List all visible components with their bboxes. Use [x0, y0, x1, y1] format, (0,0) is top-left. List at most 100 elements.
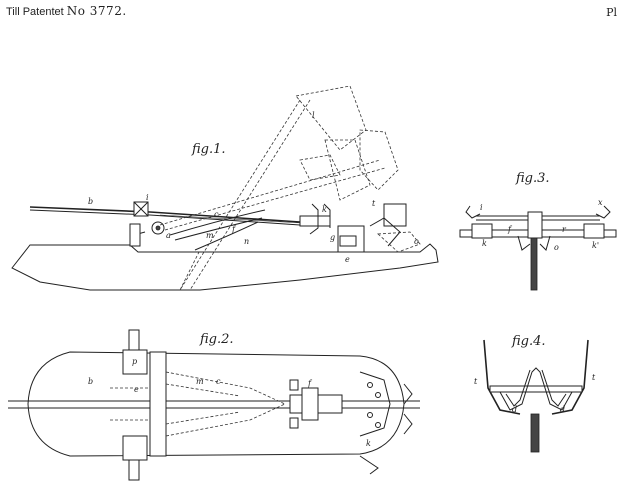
ref-fig1-e: e [345, 255, 350, 264]
figure-2-label: fig.2. [199, 332, 234, 347]
rear-lock-pin-bottom [289, 417, 299, 429]
front-bolt-top [128, 329, 140, 351]
ref-fig1-n: n [244, 237, 249, 246]
swung-heel-piece [359, 129, 399, 191]
ref-fig4-t-left: t [474, 377, 478, 386]
fan-spring-upper [165, 371, 286, 405]
ref-fig1-t: t [372, 199, 376, 208]
figure-3: fig.3. i x k f r o k' [459, 171, 617, 291]
t-post-head [527, 211, 543, 239]
ref-fig4-t-right: t [592, 373, 596, 382]
front-cross-bar [149, 351, 167, 457]
rear-lock-pin-top [289, 379, 299, 391]
w-profile [499, 367, 573, 411]
blade-outline [11, 243, 439, 291]
figure-3-label: fig.3. [515, 171, 550, 186]
patent-header: Till Patentet No 3772. [6, 4, 127, 18]
ref-fig2-c: c [216, 377, 221, 386]
ref-fig4-d-left: d [512, 405, 517, 414]
ref-fig1-g: g [330, 233, 335, 242]
figure-4-label: fig.4. [511, 334, 546, 349]
spring-m [169, 209, 266, 236]
front-post [129, 223, 141, 247]
ref-fig3-o: o [554, 243, 559, 252]
left-lock [517, 235, 531, 251]
front-clamp-bottom [122, 435, 148, 461]
sole-plate-outline [27, 351, 405, 457]
ref-fig3-r: r [562, 225, 567, 234]
front-bolt-bottom [128, 459, 140, 481]
heel-lever [369, 217, 401, 247]
swung-lever-long-2 [189, 99, 311, 291]
t-post-stem [530, 237, 538, 291]
rear-lock [339, 235, 357, 247]
holder-plate [489, 385, 583, 393]
ref-fig2-f: f [307, 379, 313, 388]
rear-hook-2 [323, 203, 331, 228]
ref-fig1-k: k [322, 205, 327, 214]
heel-plate [359, 371, 391, 437]
ref-fig1-o: o [414, 237, 419, 246]
ref-fig2-e: e [134, 385, 139, 394]
ref-fig3-i: i [480, 203, 483, 212]
ref-fig2-k: k [366, 439, 371, 448]
w-profile-inner-left [505, 369, 531, 407]
w-profile-inner-right [541, 369, 567, 407]
ref-fig2-m: m [196, 377, 204, 386]
ref-fig1-a: a [166, 231, 171, 240]
heel-tab [359, 455, 379, 475]
ref-fig3-k: k [482, 239, 487, 248]
fan-spring-lower [165, 403, 286, 437]
swung-lever-long-1 [179, 99, 301, 291]
ref-fig3-f: f [507, 225, 513, 234]
right-clamp [583, 223, 605, 239]
plate-label: Pl [606, 6, 617, 19]
stem [530, 413, 540, 453]
swung-lever-upper [295, 85, 367, 151]
ref-fig1-i: i [146, 193, 149, 202]
ref-fig1-l: l [312, 111, 315, 120]
left-wall [483, 339, 521, 415]
right-wall [551, 339, 589, 415]
figure-1-label: fig.1. [191, 142, 226, 157]
patent-title-prefix: Till Patentet [6, 6, 64, 18]
dashed-line-b [164, 167, 386, 231]
ref-fig3-x: x [598, 198, 603, 207]
ref-fig2-b: b [88, 377, 93, 386]
ref-fig3-kprime: k' [592, 241, 599, 250]
figure-1: fig.1. [11, 85, 439, 291]
dashed-line-a [159, 159, 381, 226]
rear-lock-key [301, 387, 319, 421]
ref-fig2-p: p [132, 357, 137, 366]
patent-number: No 3772. [66, 4, 127, 18]
ref-fig4-d-right: d [560, 405, 565, 414]
fan-inner-upper [165, 383, 241, 397]
swung-lever-mid [324, 139, 371, 201]
strap-hatch [159, 214, 321, 225]
rear-hook [309, 203, 319, 235]
ref-fig1-c: c [214, 210, 219, 219]
fan-inner-lower [165, 411, 241, 425]
pivot-center [155, 225, 161, 231]
ref-fig1-b: b [88, 197, 93, 206]
ref-fig1-f: f [231, 225, 237, 234]
figure-2: fig.2. [8, 329, 420, 481]
dashed-drop [179, 249, 201, 291]
left-clamp [471, 223, 493, 239]
left-hook [465, 205, 481, 219]
heel-hooks [403, 383, 413, 435]
right-hook [595, 205, 611, 219]
spring-n [194, 221, 259, 251]
dashed-pad [299, 154, 341, 181]
figure-4: fig.4. t t d d [474, 334, 596, 453]
dashed-heel-toe [377, 231, 421, 253]
strap-bar [29, 206, 331, 225]
ref-fig1-m: m [206, 231, 214, 240]
right-lock [539, 235, 551, 251]
rear-heel-box [383, 203, 407, 227]
strap-bar-lower [29, 209, 301, 226]
front-clamp-top [122, 349, 148, 375]
rear-rod [299, 215, 331, 227]
